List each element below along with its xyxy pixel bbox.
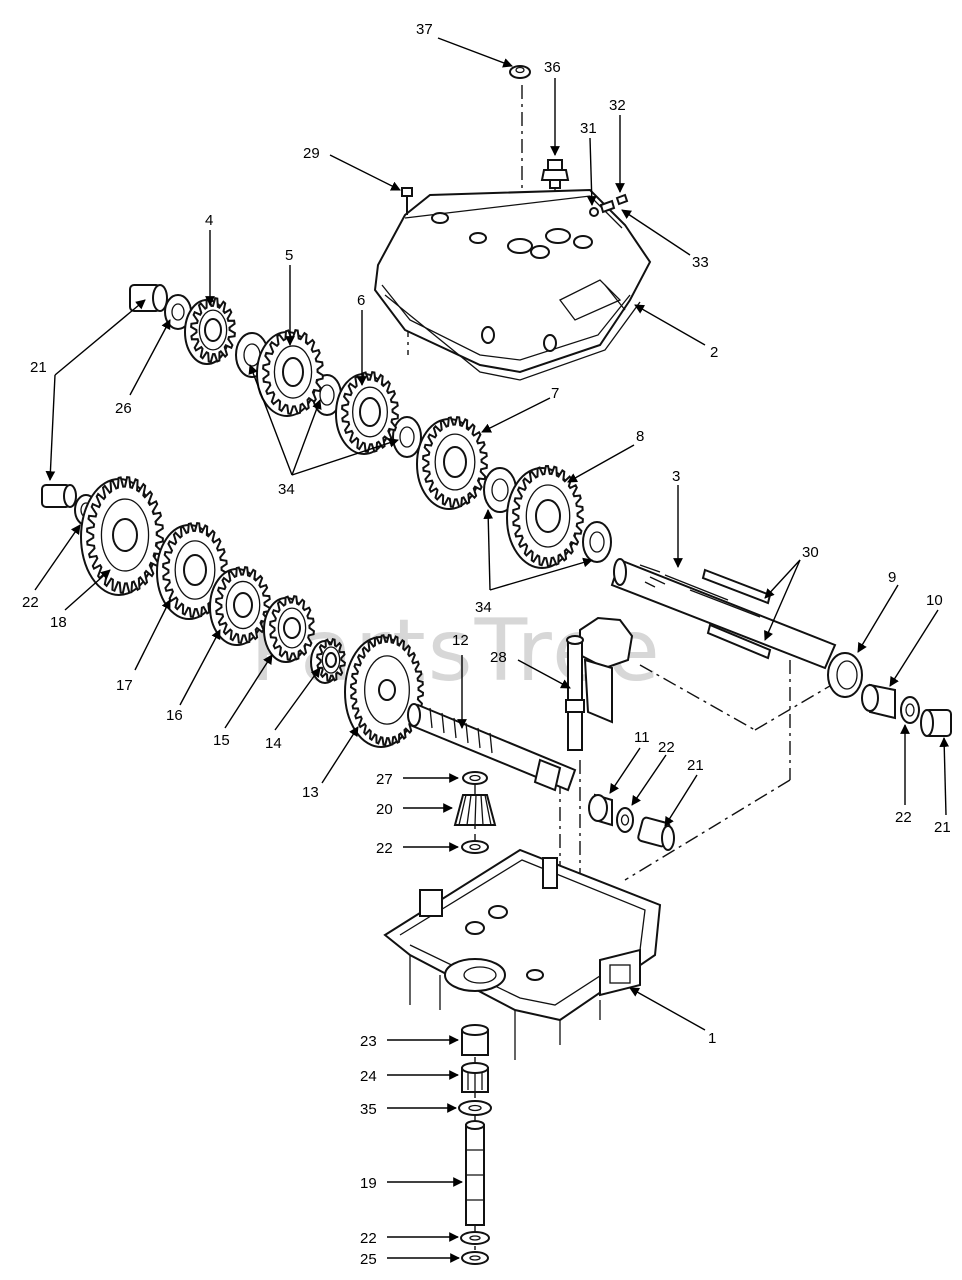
callout-10: 10 <box>926 592 943 609</box>
callout-22-mid: 22 <box>658 739 675 756</box>
washer-25 <box>461 1251 489 1265</box>
callout-13: 13 <box>302 784 319 801</box>
bevel-pinion-20 <box>453 794 497 826</box>
gear-4 <box>184 297 236 365</box>
callout-24: 24 <box>360 1068 377 1085</box>
callout-26: 26 <box>115 400 132 417</box>
gear-7 <box>416 415 488 510</box>
callout-labels: 37 36 32 31 33 29 2 4 5 6 7 8 3 21 26 34… <box>22 21 951 1268</box>
callout-22-bevel: 22 <box>376 840 393 857</box>
callout-22-left: 22 <box>22 594 39 611</box>
gear-6 <box>335 370 399 455</box>
callout-20: 20 <box>376 801 393 818</box>
gear-set <box>80 297 584 748</box>
washer-22-bevel <box>461 840 489 854</box>
callout-22-bottom: 22 <box>360 1230 377 1247</box>
washer-27 <box>462 771 488 785</box>
callout-15: 15 <box>213 732 230 749</box>
collar-9 <box>827 652 863 698</box>
callout-5: 5 <box>285 247 293 264</box>
shaft-12 <box>407 703 577 792</box>
vent-plug-36 <box>540 159 570 189</box>
callout-27: 27 <box>376 771 393 788</box>
callout-16: 16 <box>166 707 183 724</box>
callout-35: 35 <box>360 1101 377 1118</box>
callout-18: 18 <box>50 614 67 631</box>
callout-28: 28 <box>490 649 507 666</box>
callout-33: 33 <box>692 254 709 271</box>
callout-7: 7 <box>551 385 559 402</box>
callout-25: 25 <box>360 1251 377 1268</box>
shift-fork-28 <box>565 616 634 751</box>
gear-8 <box>506 464 584 569</box>
bushing-23 <box>461 1024 489 1056</box>
callout-12: 12 <box>452 632 469 649</box>
washer-22-right <box>900 696 920 724</box>
callout-21-right: 21 <box>934 819 951 836</box>
callout-8: 8 <box>636 428 644 445</box>
spacer-11 <box>588 793 613 827</box>
washer-35 <box>458 1100 492 1116</box>
callout-17: 17 <box>116 677 133 694</box>
gear-13 <box>344 634 425 748</box>
callout-4: 4 <box>205 212 213 229</box>
spacer-10 <box>861 683 896 720</box>
callout-6: 6 <box>357 292 365 309</box>
bolt-29 <box>401 187 413 215</box>
gear-16 <box>209 565 271 646</box>
housing-cover <box>373 188 652 381</box>
bushing-21-left <box>41 484 77 508</box>
callout-19: 19 <box>360 1175 377 1192</box>
callout-29: 29 <box>303 145 320 162</box>
callout-23: 23 <box>360 1033 377 1050</box>
callout-14: 14 <box>265 735 282 752</box>
bearing-24 <box>461 1062 489 1093</box>
washer-22-bottom <box>460 1231 490 1245</box>
plug-37 <box>509 65 531 79</box>
callout-1: 1 <box>708 1030 716 1047</box>
shaft-19 <box>465 1120 485 1226</box>
callout-32: 32 <box>609 97 626 114</box>
gear-5 <box>256 328 324 417</box>
callout-34-bottom: 34 <box>475 599 492 616</box>
callout-36: 36 <box>544 59 561 76</box>
callout-2: 2 <box>710 344 718 361</box>
housing-base <box>383 848 662 1060</box>
leader-lines <box>34 37 950 1263</box>
callout-34-top: 34 <box>278 481 295 498</box>
callout-21-mid: 21 <box>687 757 704 774</box>
callout-37: 37 <box>416 21 433 38</box>
washer-22-mid <box>616 807 634 833</box>
shaft-3 <box>610 558 837 670</box>
callout-22-right: 22 <box>895 809 912 826</box>
callout-30: 30 <box>802 544 819 561</box>
callout-31: 31 <box>580 120 597 137</box>
bushing-21-mid <box>637 816 675 851</box>
gear-18 <box>80 475 164 596</box>
callout-21-top: 21 <box>30 359 47 376</box>
callout-11: 11 <box>634 729 650 746</box>
gear-15 <box>263 595 315 663</box>
bushing-21-right <box>920 709 952 737</box>
callout-9: 9 <box>888 569 896 586</box>
parts-31-33 <box>589 193 629 217</box>
callout-3: 3 <box>672 468 680 485</box>
